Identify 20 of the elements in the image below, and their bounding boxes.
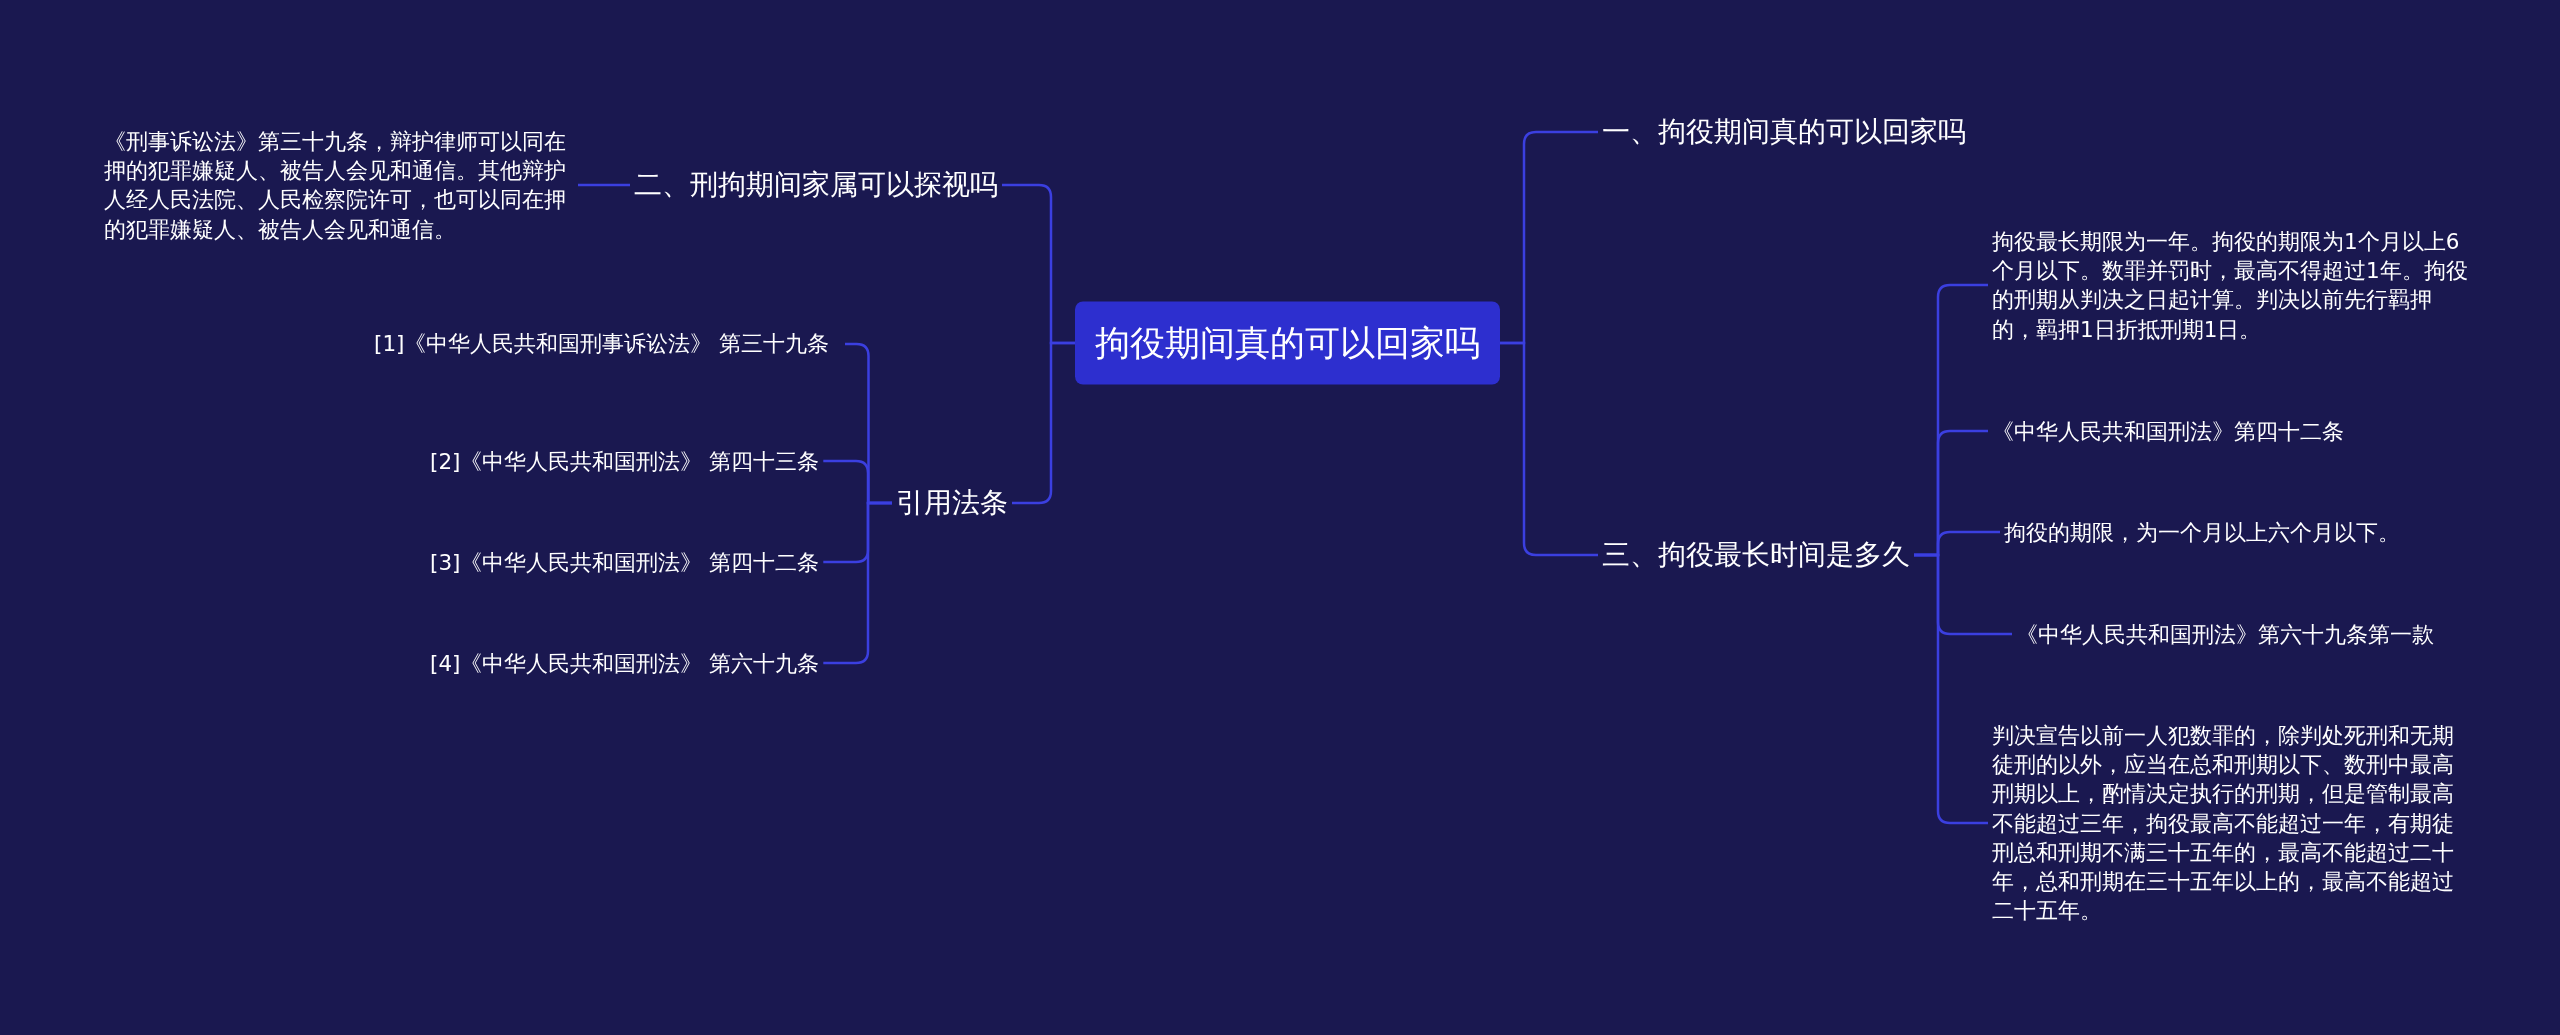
citation-text: [1]《中华人民共和国刑事诉讼法》 第三十九条 bbox=[370, 327, 845, 361]
connector-line bbox=[1500, 341, 1598, 557]
central-topic: 拘役期间真的可以回家吗 bbox=[1075, 301, 1500, 385]
note-text: 拘役的期限，为一个月以上六个月以下。 bbox=[2000, 515, 2404, 549]
note-text: 《中华人民共和国刑法》第六十九条第一款 bbox=[2012, 617, 2438, 651]
note-text: 判决宣告以前一人犯数罪的，除判处死刑和无期徒刑的以外，应当在总和刑期以下、数刑中最高刑期以上，酌情决定执行的刑期，但是管制最高不能超过三年，拘役最高不能超过一年，有期徒刑总和刑期不满三十五年的，最高不能超过二十年，总和刑期在三十五年以上的，最高不能超过二十五年。 bbox=[1988, 718, 2478, 928]
note-text: 《中华人民共和国刑法》第四十二条 bbox=[1988, 414, 2348, 448]
citation-text: [2]《中华人民共和国刑法》 第四十三条 bbox=[426, 444, 824, 478]
branch-topic: 三、拘役最长时间是多久 bbox=[1598, 532, 1914, 578]
connector-line bbox=[1914, 553, 1988, 825]
note-text: 拘役最长期限为一年。拘役的期限为1个月以上6个月以下。数罪并罚时，最高不得超过1年。拘役的刑期从判决之日起计算。判决以前先行羁押的，羁押1日折抵刑期1日。 bbox=[1988, 224, 2472, 346]
branch-topic: 引用法条 bbox=[892, 480, 1012, 526]
branch-topic: 二、刑拘期间家属可以探视吗 bbox=[630, 162, 1002, 208]
connector-line bbox=[578, 183, 630, 187]
citation-text: [3]《中华人民共和国刑法》 第四十二条 bbox=[426, 545, 824, 579]
connector-line bbox=[1012, 341, 1075, 505]
note-text: 《刑事诉讼法》第三十九条，辩护律师可以同在押的犯罪嫌疑人、被告人会见和通信。其他辩护人经人民法院、人民检察院许可，也可以同在押的犯罪嫌疑人、被告人会见和通信。 bbox=[100, 124, 578, 246]
connector-line bbox=[823, 501, 892, 665]
branch-topic: 一、拘役期间真的可以回家吗 bbox=[1598, 109, 1970, 155]
citation-text: [4]《中华人民共和国刑法》 第六十九条 bbox=[426, 646, 824, 680]
